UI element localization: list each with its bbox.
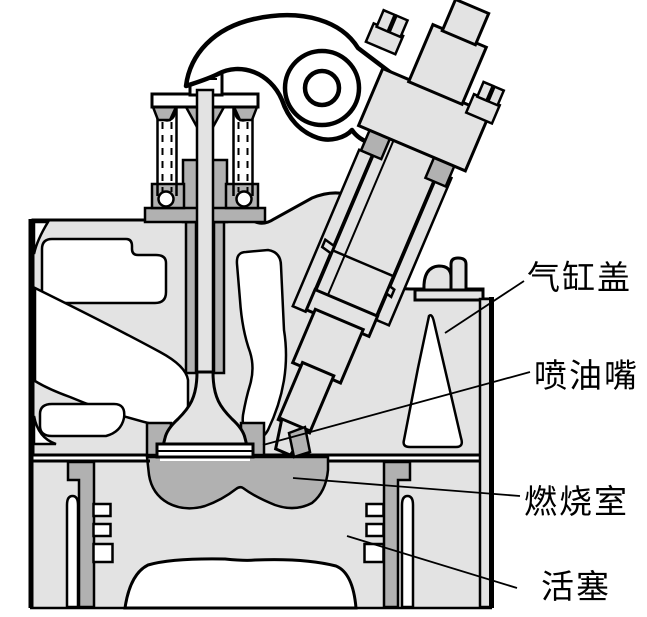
head-corner-cut-top (32, 220, 51, 255)
label-combustion-chamber: 燃烧室 (524, 482, 629, 521)
combustion-chamber-bowl (145, 455, 330, 510)
label-piston: 活塞 (541, 567, 611, 606)
label-cylinder-head: 气缸盖 (527, 258, 632, 297)
liner-slot-left (65, 494, 80, 609)
annotations: 气缸盖 喷油嘴 燃烧室 活塞 (262, 258, 639, 606)
head-stud-nut (413, 256, 485, 302)
cylinder-head-body (31, 148, 493, 457)
piston-rings-right (363, 502, 385, 564)
head-cavity-bottom-left (38, 402, 126, 438)
rocker-shaft-bore (302, 68, 342, 108)
liner-slot-right (400, 494, 415, 609)
valve-guide-right-wall (212, 220, 226, 375)
fuel-injector (273, 0, 506, 457)
stud-top (449, 256, 468, 292)
clamp-bolt-right (464, 80, 506, 126)
leader-cylinder-head (444, 280, 525, 334)
leader-combustion-chamber (292, 477, 521, 497)
clamp-bolt-left (364, 8, 410, 56)
injector-top-stem (440, 0, 491, 47)
head-corner-cut-bottom (32, 415, 57, 446)
head-cavity-right-triangle (402, 314, 464, 449)
stud-nut-dome (422, 264, 453, 292)
injector-sleeve-end (287, 425, 312, 459)
rocker-arm (183, 12, 423, 147)
piston-rings-left (92, 502, 114, 564)
cylinder-block-and-piston (33, 455, 491, 610)
leader-piston (346, 535, 518, 589)
leader-injector-nozzle (262, 371, 531, 446)
piston-interior (123, 557, 358, 610)
label-injector-nozzle: 喷油嘴 (534, 356, 639, 395)
valve-guide-left-wall (184, 220, 198, 375)
